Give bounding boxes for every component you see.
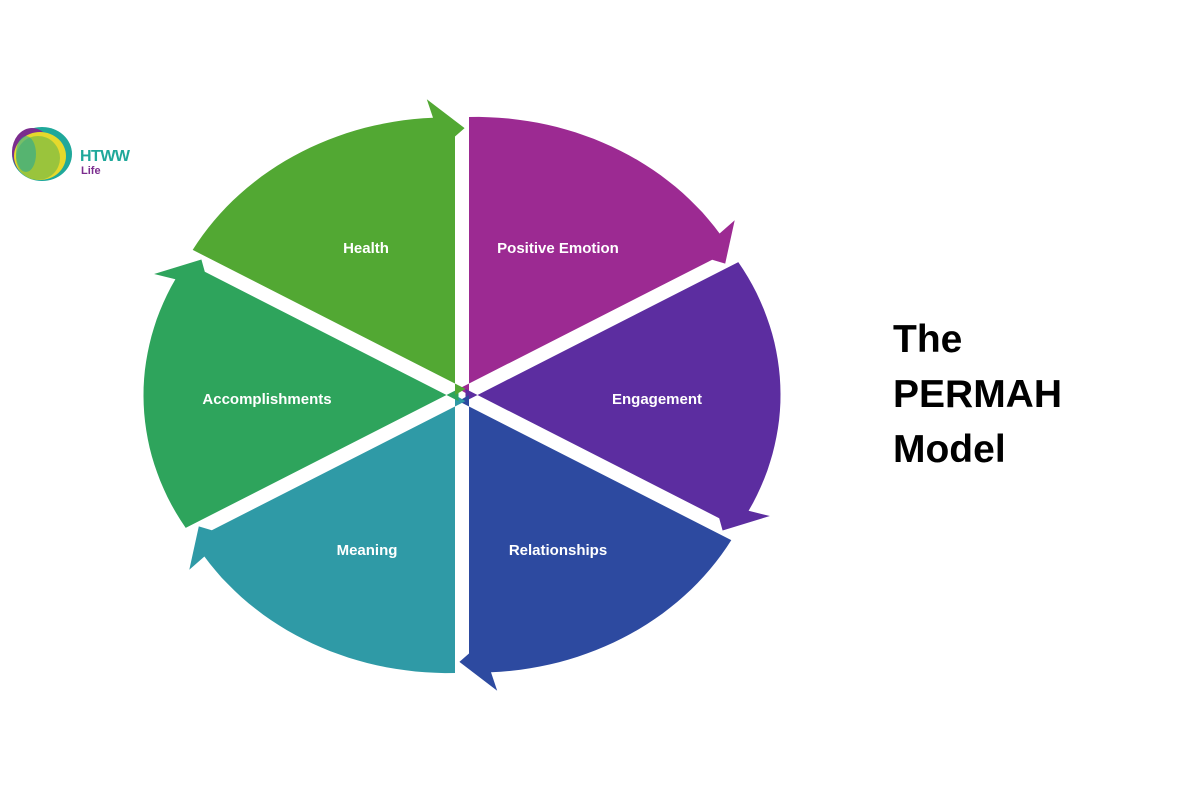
segment-meaning bbox=[189, 395, 466, 674]
segment-engagement bbox=[465, 262, 781, 531]
segment-label-meaning: Meaning bbox=[337, 542, 398, 559]
segment-label-relationships: Relationships bbox=[509, 542, 607, 559]
logo-brand-bottom: Life bbox=[81, 165, 101, 177]
page-title: The PERMAH Model bbox=[893, 312, 1062, 477]
segment-relationships bbox=[458, 395, 732, 691]
segment-label-positive-emotion: Positive Emotion bbox=[497, 240, 619, 257]
logo-mark-icon bbox=[12, 127, 72, 181]
segment-health bbox=[192, 99, 466, 395]
segment-label-health: Health bbox=[343, 240, 389, 257]
title-line-3: Model bbox=[893, 428, 1006, 471]
title-line-2: PERMAH bbox=[893, 373, 1063, 416]
title-line-1: The bbox=[893, 318, 963, 361]
segment-label-accomplishments: Accomplishments bbox=[202, 391, 331, 408]
segment-accomplishments bbox=[143, 259, 459, 528]
htww-life-logo: HTWW Life bbox=[8, 124, 138, 188]
segment-positive-emotion bbox=[458, 116, 735, 396]
segment-label-engagement: Engagement bbox=[612, 391, 702, 408]
logo-brand-top: HTWW bbox=[80, 148, 130, 165]
